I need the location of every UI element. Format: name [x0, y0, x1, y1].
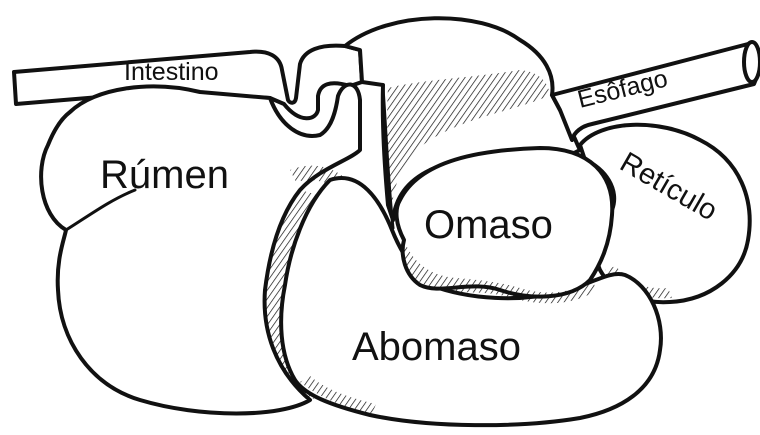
label-abomaso: Abomaso — [352, 325, 521, 369]
label-omaso: Omaso — [424, 203, 553, 247]
label-intestino: Intestino — [124, 58, 219, 86]
label-rumen: Rúmen — [100, 153, 229, 197]
